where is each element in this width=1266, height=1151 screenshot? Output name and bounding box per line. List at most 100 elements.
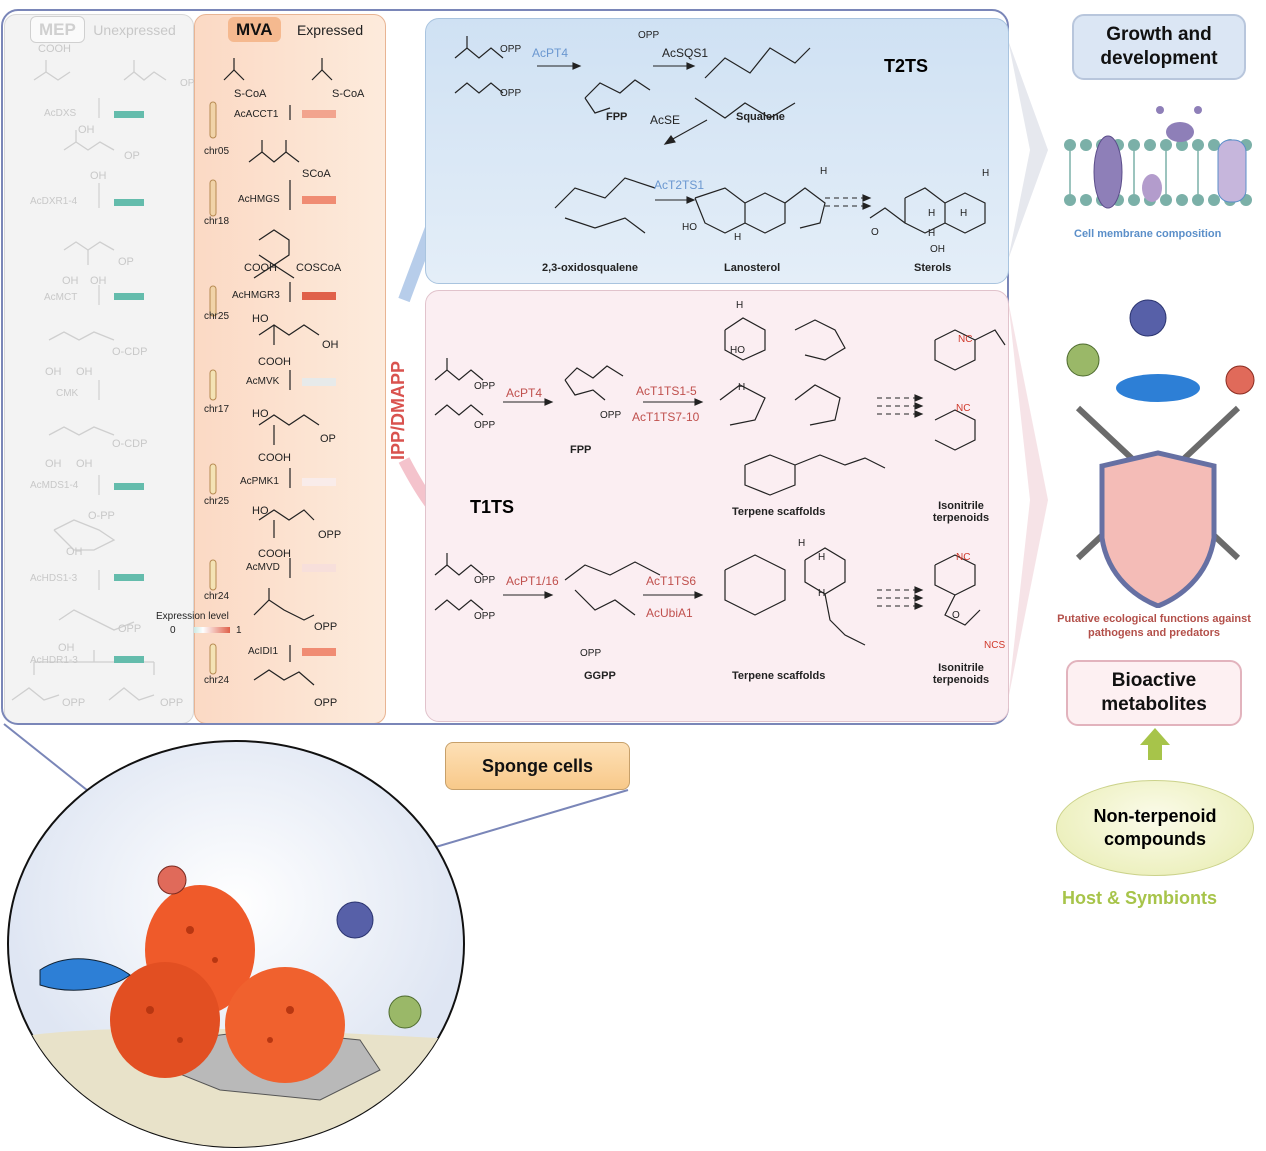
t2ts-chem-h2: H [820,166,828,177]
mep-enzyme-mds: AcMDS1-4 [30,480,79,491]
mva-title: MVA [228,17,281,42]
mep-enzyme-hdr: AcHDR1-3 [30,655,78,666]
compound-sterols: Sterols [914,262,952,274]
pathogen-green-icon [388,995,422,1029]
mep-chem-oh8: OH [76,458,93,470]
mva-chem-cooh1: COOH [244,262,277,274]
t1ts-row2-chem-opp2: OPP [474,611,496,622]
mva-status: Expressed [296,22,364,38]
mva-enzyme-hmgr: AcHMGR3 [232,290,280,301]
t1ts-row1-chem-nc1: NC [958,334,973,345]
mep-enzyme-mct: AcMCT [44,292,78,303]
t2ts-chem-h6: H [928,228,936,239]
mva-chem-scoa1: S-CoA [234,88,267,100]
expression-legend-min: 0 [170,625,176,636]
t2ts-chem-h3: H [928,208,936,219]
compound-squalene: Squalene [736,111,785,123]
mep-structures [11,60,167,701]
t2ts-chem-o: O [871,227,879,238]
pathogen-blue-icon [336,901,374,939]
t1ts-row1-chem-nc2: NC [956,403,971,414]
mep-chem-op0: OP [180,78,195,89]
t1ts-row2-chem-h3: H [818,588,826,599]
t1ts-row1-chem-h2: H [738,382,746,393]
chromosome-label: chr24 [204,675,230,686]
ipp-dmapp-label: IPP/DMAPP [388,360,408,460]
t1ts-row2-products: Isonitrile terpenoids [932,662,990,686]
t1ts-row2-chem-opp1: OPP [474,575,496,586]
t1ts-title: T1TS [470,497,515,517]
mva-chem-ho1: HO [252,313,269,325]
t2ts-chem-opp3: OPP [638,30,660,41]
mva-enzyme-hmgs: AcHMGS [238,194,280,205]
chromosome-label: chr25 [204,311,230,322]
t1ts-panel [425,290,1009,722]
t2ts-panel [425,18,1009,284]
mep-pathway-panel [4,14,194,724]
sponge-seascape [7,740,465,1148]
mva-chem-scoa3: SCoA [302,168,331,180]
mep-chem-cooh: COOH [38,43,71,55]
mep-chem-oh7: OH [45,458,62,470]
ecology-caption: Putative ecological functions against pa… [1057,613,1251,640]
mva-chem-ho3: HO [252,505,269,517]
mep-chem-oh9: OH [66,546,83,558]
membrane-caption: Cell membrane composition [1074,228,1222,240]
pathogen-red-icon [157,865,187,895]
mva-pathway-panel [194,14,386,724]
mep-chem-opp3: OPP [160,697,184,709]
chevron-to-growth [1008,40,1048,260]
cell-membrane-illustration [1064,106,1252,209]
expression-legend-max: 1 [236,625,242,636]
mva-chem-cooh4: COOH [258,548,291,560]
mva-enzyme-pmk: AcPMK1 [240,476,279,487]
growth-development-box: Growth and development [1072,14,1246,80]
t1ts-row1-chem-opp3: OPP [600,410,622,421]
t1ts-row2-enzyme-b2: AcUbiA1 [646,606,693,620]
t2ts-chem-opp1: OPP [500,44,522,55]
compound-oxidosqualene: 2,3-oxidosqualene [542,262,638,274]
t1ts-row2-precursor: GGPP [584,670,616,682]
nudibranch-icon [39,958,131,991]
host-symbionts-label: Host & Symbionts [1062,888,1218,908]
arrow-up-icon [1140,728,1170,760]
t1ts-row2-chem-nc: NC [956,552,971,563]
compound-lanosterol: Lanosterol [724,262,781,274]
mep-chem-ocdp1: O-CDP [112,346,148,358]
mva-chem-op: OP [320,433,336,445]
t1ts-structures [434,317,1006,646]
mep-chem-oh4: OH [90,275,107,287]
mep-chem-op1: OP [124,150,140,162]
compound-fpp: FPP [606,111,628,123]
t1ts-row1-chem-opp2: OPP [474,420,496,431]
t1ts-row2-chem-o: O [952,610,960,621]
mva-chem-ho2: HO [252,408,269,420]
t2ts-chem-h1: H [734,232,742,243]
mep-chem-opp-ring: O-PP [88,510,115,522]
mep-enzyme-dxr: AcDXR1-4 [30,196,78,207]
t1ts-row2-scaffolds: Terpene scaffolds [732,670,826,682]
chromosome-label: chr25 [204,496,230,507]
t2ts-enzyme-se: AcSE [650,113,681,127]
chromosome-label: chr18 [204,216,230,227]
t1ts-row1-precursor: FPP [570,444,592,456]
sponge-lobe-left [110,962,220,1078]
t1ts-row1-chem-h1: H [736,300,744,311]
mep-header: MEP Unexpressed [30,16,176,43]
bioactive-metabolites-box: Bioactive metabolites [1066,660,1242,726]
t1ts-row2-chem-h1: H [798,538,806,549]
t2ts-enzyme-t2ts1: AcT2TS1 [654,178,705,192]
mva-chem-scoa2: S-CoA [332,88,365,100]
mva-chem-cooh2: COOH [258,356,291,368]
t1ts-row1-products: Isonitrile terpenoids [932,500,990,524]
t2ts-chem-h5: H [982,168,990,179]
mep-enzyme-cmk: CMK [56,388,79,399]
mva-chem-cooh3: COOH [258,452,291,464]
t1ts-row2-enzyme-a: AcPT1/16 [506,574,559,588]
t1ts-row2-chem-opp3: OPP [580,648,602,659]
t1ts-row1-enzyme-b1: AcT1TS1-5 [636,384,697,398]
mep-chem-oh5: OH [45,366,62,378]
mva-chem-opp1: OPP [318,529,342,541]
expression-legend-title: Expression level [156,611,229,622]
mep-enzyme-dxs: AcDXS [44,108,77,119]
